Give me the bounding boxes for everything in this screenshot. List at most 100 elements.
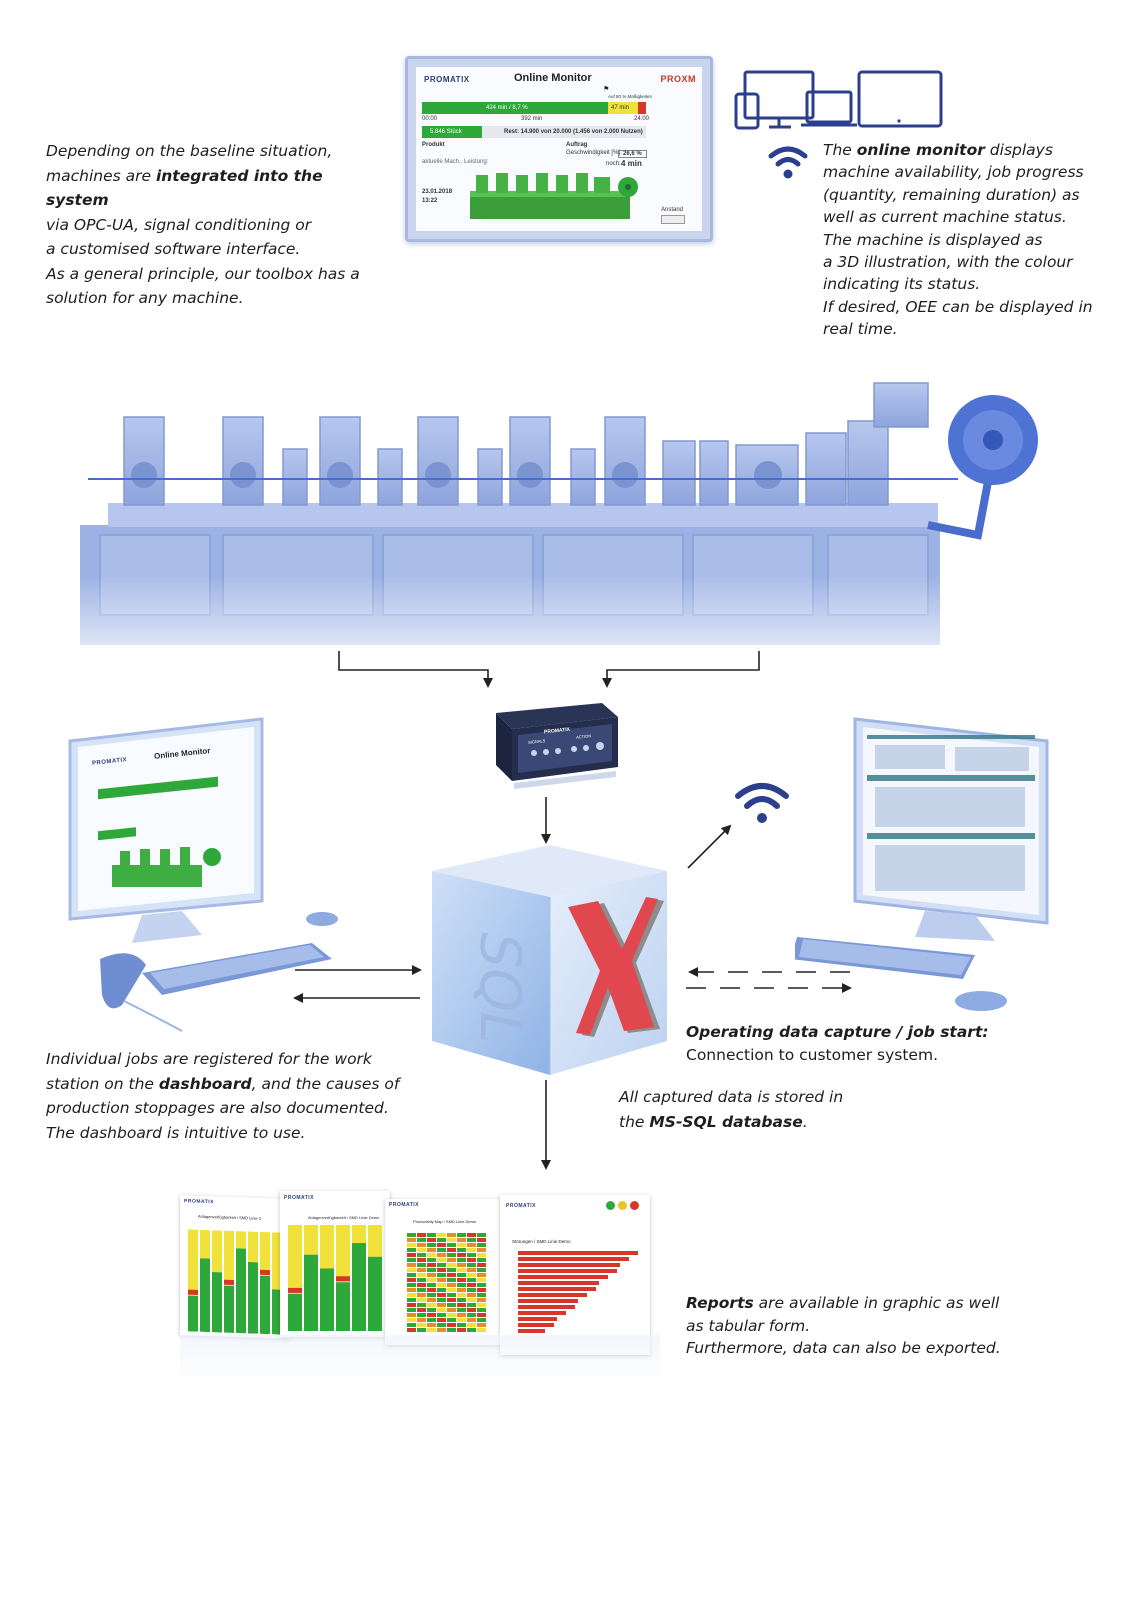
heatmap-cell <box>447 1268 456 1272</box>
heatmap-cell <box>477 1268 486 1272</box>
heatmap-cell <box>457 1303 466 1307</box>
report-1-title: Anlagenverfügbarkeit / SMD Linie 3 <box>198 1213 261 1221</box>
heatmap-cell <box>457 1268 466 1272</box>
heatmap-cell <box>407 1313 416 1317</box>
integration-line-4: a customised software interface. <box>46 240 301 258</box>
report-bar-green <box>248 1262 258 1334</box>
heatmap-cell <box>437 1233 446 1237</box>
heatmap-cell <box>437 1263 446 1267</box>
integration-text: Depending on the baseline situation, mac… <box>46 139 386 311</box>
heatmap-cell <box>467 1298 476 1302</box>
heatmap-cell <box>467 1313 476 1317</box>
report-2-brand: PROMATIX <box>284 1195 315 1201</box>
report-bar-yellow <box>320 1225 334 1269</box>
om-line-8: If desired, OEE can be displayed in <box>823 297 1093 316</box>
bar1-label: 424 min / 8,7 % <box>486 105 528 111</box>
database-line-2c: . <box>802 1112 808 1131</box>
heatmap-cell <box>437 1303 446 1307</box>
heatmap-cell <box>477 1298 486 1302</box>
report-hbar <box>518 1287 596 1291</box>
heatmap-cell <box>467 1293 476 1297</box>
integration-line-1: Depending on the baseline situation, <box>46 142 333 160</box>
heatmap-cell <box>467 1323 476 1327</box>
heatmap-cell <box>407 1263 416 1267</box>
heatmap-cell <box>417 1243 426 1247</box>
heatmap-cell <box>427 1263 436 1267</box>
heatmap-cell <box>407 1233 416 1237</box>
report-hbar <box>518 1269 617 1273</box>
report-4-brand: PROMATIX <box>506 1203 537 1209</box>
signal-box-illustration <box>496 703 618 789</box>
heatmap-cell <box>447 1248 456 1252</box>
report-bar-yellow <box>352 1225 366 1244</box>
heatmap-cell <box>477 1318 486 1322</box>
report-disturbances: PROMATIX Störungen / SMD Linie Demo <box>500 1195 650 1355</box>
monitor-right-label: Anstand <box>661 207 684 213</box>
dashboard-line-1: Individual jobs are registered for the w… <box>46 1050 372 1068</box>
heatmap-cell <box>407 1323 416 1327</box>
heatmap-cell <box>447 1328 456 1332</box>
report-bar-green <box>288 1293 302 1331</box>
integration-line-2b: integrated into the system <box>46 166 323 210</box>
heatmap-cell <box>407 1253 416 1257</box>
devices-icon <box>734 70 943 179</box>
report-3-brand: PROMATIX <box>389 1202 420 1208</box>
heatmap-cell <box>477 1233 486 1237</box>
heatmap-cell <box>467 1253 476 1257</box>
om-line-1a: The <box>823 141 857 159</box>
heatmap-cell <box>427 1313 436 1317</box>
heatmap-cell <box>447 1318 456 1322</box>
heatmap-cell <box>447 1313 456 1317</box>
dashboard-line-3: production stoppages are also documented… <box>46 1099 389 1117</box>
heatmap-cell <box>467 1248 476 1252</box>
bar1-right-label: 47 min <box>611 105 630 111</box>
heatmap-cell <box>437 1328 446 1332</box>
heatmap-cell <box>467 1278 476 1282</box>
heatmap-cell <box>457 1253 466 1257</box>
report-hbar <box>518 1311 566 1315</box>
report-bar-red <box>224 1279 234 1286</box>
heatmap-cell <box>427 1303 436 1307</box>
heatmap-cell <box>477 1238 486 1242</box>
om-line-4: well as current machine status. <box>823 208 1067 227</box>
report-bar-green <box>212 1272 222 1333</box>
om-line-6: a 3D illustration, with the colour <box>823 253 1073 272</box>
traffic-light-red <box>630 1201 639 1210</box>
heatmap-cell <box>427 1233 436 1237</box>
report-4-title: Störungen / SMD Linie Demo <box>512 1239 571 1244</box>
report-3-title: Productivity Map / SMD Linie Demo <box>413 1219 477 1224</box>
dashboard-line-4: The dashboard is intuitive to use. <box>46 1123 306 1142</box>
database-line-1: All captured data is stored in <box>619 1088 844 1106</box>
heatmap-cell <box>437 1253 446 1257</box>
report-hbar <box>518 1317 557 1321</box>
heatmap-cell <box>407 1268 416 1272</box>
dashboard-pc-illustration <box>68 717 338 1032</box>
heatmap-cell <box>437 1278 446 1282</box>
heatmap-cell <box>447 1283 456 1287</box>
reports-line-2: as tabular form. <box>686 1316 811 1335</box>
availability-bar-red <box>638 102 646 114</box>
heatmap-cell <box>447 1298 456 1302</box>
report-bar-red <box>336 1276 350 1282</box>
heatmap-cell <box>407 1293 416 1297</box>
heatmap-cell <box>417 1268 426 1272</box>
heatmap-cell <box>477 1248 486 1252</box>
report-bar-yellow <box>212 1230 222 1273</box>
heatmap-cell <box>467 1288 476 1292</box>
capture-text: Operating data capture / job start: Conn… <box>686 1021 1016 1067</box>
availability-bar-green <box>422 102 608 114</box>
om-line-5: The machine is displayed as <box>823 230 1043 249</box>
heatmap-cell <box>427 1278 436 1282</box>
report-bar-red <box>288 1287 302 1293</box>
heatmap-cell <box>407 1288 416 1292</box>
heatmap-cell <box>417 1298 426 1302</box>
heatmap-cell <box>437 1268 446 1272</box>
report-bar-green <box>188 1295 198 1332</box>
speed-value: 26,6 % <box>618 150 647 158</box>
heatmap-cell <box>467 1258 476 1262</box>
reports-line-1b: are available in graphic as well <box>753 1294 1000 1312</box>
report-3-heatmap <box>407 1233 486 1332</box>
heatmap-cell <box>467 1268 476 1272</box>
reports-text: Reports are available in graphic as well… <box>686 1292 1016 1360</box>
heatmap-cell <box>467 1263 476 1267</box>
